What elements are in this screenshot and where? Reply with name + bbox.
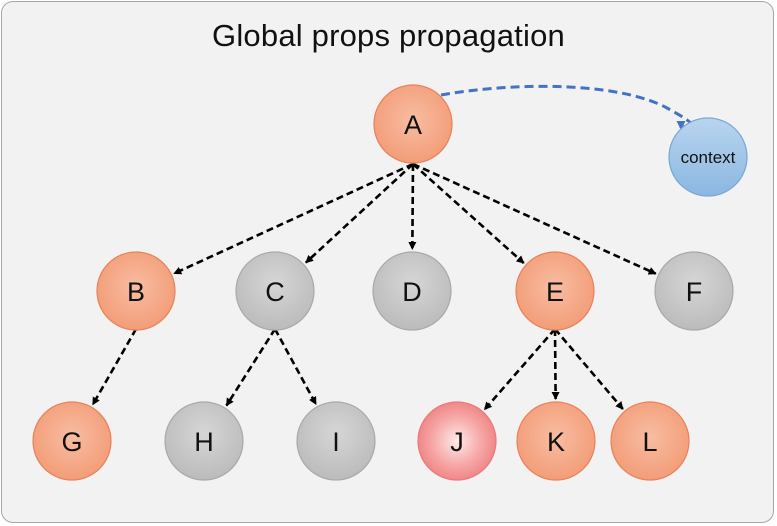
edge-A-D	[408, 163, 417, 251]
node-g-label: G	[61, 427, 82, 457]
diagram-title: Global props propagation	[212, 18, 565, 53]
node-l-label: L	[642, 427, 657, 457]
node-d: D	[372, 251, 452, 331]
edge-A-C	[305, 163, 414, 264]
node-a-circle	[373, 84, 453, 164]
node-k-label: K	[547, 427, 565, 457]
edge-C-I	[273, 328, 318, 405]
node-a: A	[373, 84, 453, 164]
node-d-label: D	[402, 277, 422, 307]
node-g-circle	[32, 401, 112, 481]
edge-E-K	[551, 328, 560, 401]
edge-A-F	[412, 162, 657, 275]
node-e-circle	[515, 251, 595, 331]
node-context: context	[668, 117, 748, 197]
node-context-label: context	[681, 148, 736, 167]
node-h-circle	[164, 401, 244, 481]
edge-A-context	[440, 84, 694, 130]
node-context-circle	[668, 117, 748, 197]
node-b-circle	[96, 251, 176, 331]
node-b-label: B	[127, 277, 145, 307]
node-g: G	[32, 401, 112, 481]
node-j: J	[417, 401, 497, 481]
node-c-label: C	[265, 277, 285, 307]
node-c-circle	[235, 251, 315, 331]
node-h: H	[164, 401, 244, 481]
node-l-circle	[610, 401, 690, 481]
node-f: F	[654, 251, 734, 331]
node-c: C	[235, 251, 315, 331]
node-f-label: F	[686, 277, 703, 307]
node-e-label: E	[546, 277, 564, 307]
edge-layer	[91, 84, 694, 411]
node-i-circle	[296, 401, 376, 481]
node-e: E	[515, 251, 595, 331]
node-i: I	[296, 401, 376, 481]
node-l: L	[610, 401, 690, 481]
node-k: K	[516, 401, 596, 481]
node-h-label: H	[194, 427, 214, 457]
edge-E-L	[554, 328, 624, 410]
node-d-circle	[372, 251, 452, 331]
node-j-label: J	[450, 427, 464, 457]
edge-B-G	[91, 328, 138, 406]
node-i-label: I	[332, 427, 340, 457]
node-j-circle	[417, 401, 497, 481]
node-k-circle	[516, 401, 596, 481]
edge-A-E	[412, 163, 525, 264]
edge-E-J	[483, 328, 556, 411]
edge-C-H	[225, 328, 277, 407]
node-f-circle	[654, 251, 734, 331]
node-a-label: A	[404, 110, 422, 140]
node-b: B	[96, 251, 176, 331]
